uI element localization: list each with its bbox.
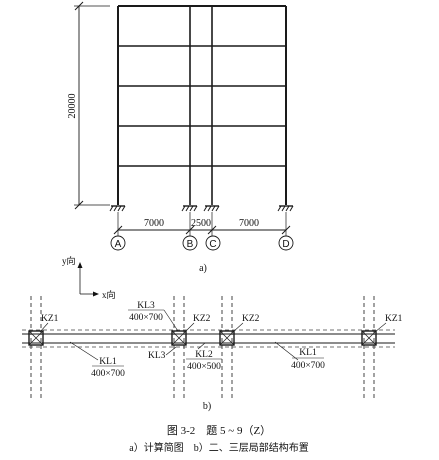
- svg-text:A: A: [115, 239, 122, 250]
- x-arrow-icon: [93, 291, 99, 297]
- column-kz2-mid-left: [171, 330, 187, 346]
- fixed-support-b: [181, 205, 198, 212]
- column-kz1-right: [361, 330, 377, 346]
- height-label: 20000: [67, 94, 78, 119]
- caption-a: a): [199, 263, 207, 274]
- plan-orientation: y向 x向: [62, 255, 116, 300]
- column-label-kz1-right: KZ1: [385, 314, 403, 324]
- beam-label-kl3-bottom: KL3: [148, 346, 177, 361]
- span-label-bc: 2500: [191, 218, 211, 229]
- beam-band: [22, 329, 395, 348]
- svg-text:D: D: [282, 239, 289, 250]
- column-kz2-mid-right: [219, 330, 235, 346]
- svg-text:400×500: 400×500: [187, 362, 221, 372]
- y-axis-label: y向: [62, 255, 76, 266]
- y-arrow-icon: [77, 262, 83, 268]
- column-label-kz2-left: KZ2: [193, 314, 211, 324]
- beam-label-kl1-right: KL1 400×700: [274, 341, 325, 371]
- beam-label-kl2: KL2 400×500: [186, 342, 222, 372]
- svg-text:400×700: 400×700: [291, 361, 325, 371]
- svg-text:B: B: [187, 239, 194, 250]
- span-dimension: 7000 2500 7000: [113, 212, 291, 236]
- beam-label-kl1-left: KL1 400×700: [69, 341, 125, 379]
- height-dimension: 20000: [67, 1, 110, 210]
- axis-bubble-b: B: [182, 235, 198, 251]
- beam-label-kl3-top: KL3 400×700: [128, 301, 179, 332]
- svg-text:KL2: KL2: [195, 350, 213, 360]
- column-label-kz1-left: KZ1: [41, 314, 59, 324]
- span-label-cd: 7000: [239, 218, 259, 229]
- axis-bubble-c: C: [205, 235, 221, 251]
- figure-subtitle: a）计算简图 b）二、三层局部结构布置: [129, 441, 308, 454]
- caption-b: b): [203, 401, 211, 412]
- svg-text:400×700: 400×700: [91, 369, 125, 379]
- axis-bubble-a: A: [110, 235, 126, 251]
- figure-title: 图 3-2 题 5 ~ 9（Z）: [167, 424, 271, 437]
- transverse-beams: [30, 296, 375, 398]
- plan-layout: y向 x向: [22, 255, 403, 412]
- axis-bubble-d: D: [278, 235, 294, 251]
- svg-text:KL1: KL1: [299, 348, 317, 358]
- column-kz1-left: [28, 330, 44, 346]
- svg-text:C: C: [209, 239, 216, 250]
- column-label-kz2-right: KZ2: [242, 314, 260, 324]
- x-axis-label: x向: [102, 289, 116, 300]
- span-label-ab: 7000: [144, 218, 164, 229]
- elevation-frame: 20000 7000 2500 7000 A B C: [67, 1, 294, 274]
- fixed-support-a: [109, 205, 126, 212]
- svg-text:KL3: KL3: [148, 351, 166, 361]
- fixed-support-d: [277, 205, 294, 212]
- svg-text:KL1: KL1: [99, 357, 117, 367]
- svg-text:400×700: 400×700: [129, 313, 163, 323]
- fixed-support-c: [203, 205, 220, 212]
- svg-text:KL3: KL3: [137, 301, 155, 311]
